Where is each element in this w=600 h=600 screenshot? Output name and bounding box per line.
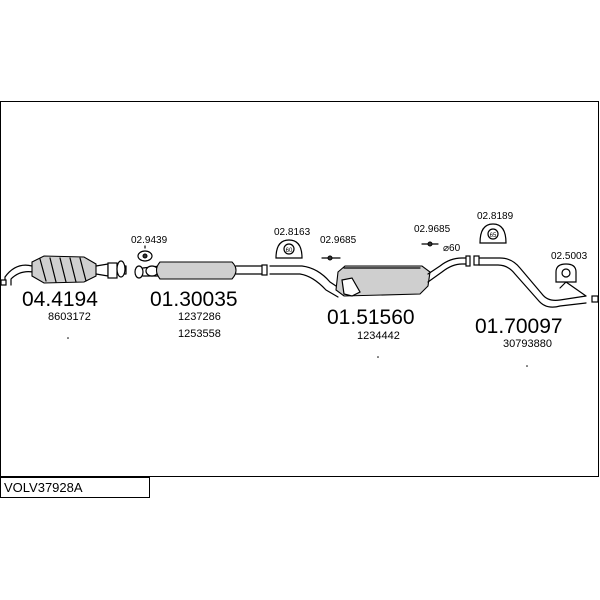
vehicle-code-box: VOLV37928A bbox=[0, 477, 150, 498]
hanger-02-5003 bbox=[555, 263, 577, 283]
fitting-label-5: 02.8189 bbox=[477, 211, 514, 222]
fitting-label-3: 02.9685 bbox=[320, 235, 357, 246]
part-ref-3-1: 1234442 bbox=[357, 330, 400, 342]
svg-text:60: 60 bbox=[286, 248, 293, 254]
hanger-02-8189: 65 bbox=[479, 223, 507, 244]
vehicle-code: VOLV37928A bbox=[4, 480, 83, 495]
catalytic-converter-pipe bbox=[0, 255, 127, 286]
fitting-label-6: 02.5003 bbox=[551, 251, 588, 262]
rear-muffler-pipe bbox=[269, 241, 471, 298]
fitting-label-1: 02.9439 bbox=[131, 235, 168, 246]
part-number-4: 01.70097 bbox=[475, 315, 563, 338]
part-ref-1-1: 8603172 bbox=[48, 311, 91, 323]
part-ref-2-2: 1253558 bbox=[178, 328, 221, 340]
hanger-02-8163: 60 bbox=[275, 239, 303, 259]
part-ref-4-1: 30793880 bbox=[503, 338, 552, 350]
intermediate-pipe bbox=[134, 261, 268, 280]
reference-dots bbox=[67, 337, 528, 367]
fitting-label-2: 02.8163 bbox=[274, 227, 311, 238]
tail-pipe bbox=[473, 255, 599, 308]
part-ref-2-1: 1237286 bbox=[178, 311, 221, 323]
svg-text:65: 65 bbox=[490, 233, 497, 239]
clamp-02-9439 bbox=[116, 245, 153, 278]
diagram-frame bbox=[0, 101, 599, 477]
part-number-1: 04.4194 bbox=[22, 288, 98, 311]
diameter-label: ⌀60 bbox=[443, 243, 461, 254]
part-number-3: 01.51560 bbox=[327, 306, 415, 329]
part-number-2: 01.30035 bbox=[150, 288, 238, 311]
fitting-label-4: 02.9685 bbox=[414, 224, 451, 235]
